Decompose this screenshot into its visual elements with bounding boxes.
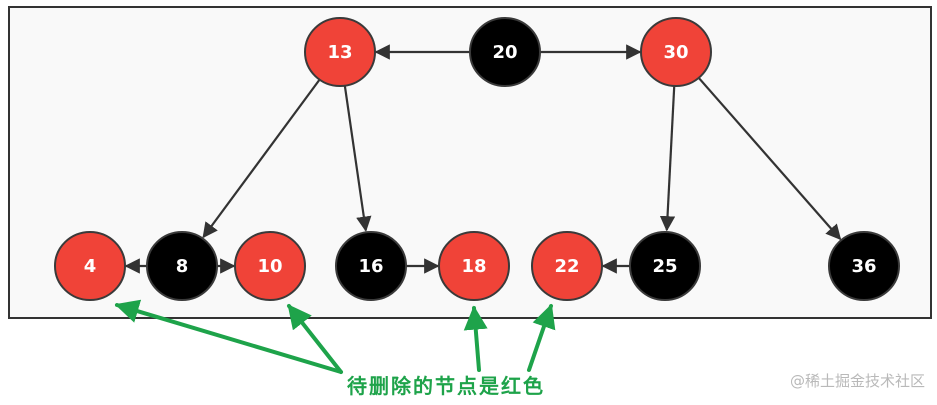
node-13: 13 <box>304 17 376 87</box>
edge-30-to-36 <box>695 74 842 241</box>
node-16: 16 <box>335 231 407 301</box>
annotation-caption: 待删除的节点是红色 <box>347 374 545 398</box>
node-circle-30 <box>640 17 712 87</box>
edge-13-to-16 <box>343 82 372 232</box>
node-label-22: 22 <box>554 256 579 277</box>
node-circle-8 <box>146 231 218 301</box>
watermark: @稀土掘金技术社区 <box>789 372 925 390</box>
annotation-arrow-22 <box>527 303 556 372</box>
annotation-arrow-18 <box>463 305 488 372</box>
node-25: 25 <box>629 231 701 301</box>
tree-nodes: 13 20 30 4 8 10 16 18 22 25 36 <box>54 17 900 301</box>
node-label-4: 4 <box>84 256 97 277</box>
node-circle-13 <box>304 17 376 87</box>
node-8: 8 <box>146 231 218 301</box>
node-circle-10 <box>234 231 306 301</box>
node-label-25: 25 <box>652 256 677 277</box>
node-10: 10 <box>234 231 306 301</box>
node-circle-16 <box>335 231 407 301</box>
annotation-arrows <box>114 299 556 374</box>
node-20: 20 <box>469 17 541 87</box>
tree-edges <box>124 44 842 274</box>
node-label-13: 13 <box>327 42 352 63</box>
node-18: 18 <box>438 231 510 301</box>
node-label-36: 36 <box>851 256 876 277</box>
node-label-20: 20 <box>492 42 517 63</box>
node-circle-22 <box>531 231 603 301</box>
edge-30-to-25 <box>659 82 676 232</box>
node-circle-18 <box>438 231 510 301</box>
node-circle-25 <box>629 231 701 301</box>
node-22: 22 <box>531 231 603 301</box>
annotation-arrow-10 <box>287 304 343 374</box>
annotation-arrow-4 <box>114 299 343 374</box>
edge-13-to-8 <box>202 76 323 239</box>
node-label-18: 18 <box>461 256 486 277</box>
node-circle-20 <box>469 17 541 87</box>
node-36: 36 <box>828 231 900 301</box>
node-label-8: 8 <box>176 256 189 277</box>
node-circle-4 <box>54 231 126 301</box>
node-label-30: 30 <box>663 42 688 63</box>
node-4: 4 <box>54 231 126 301</box>
node-label-16: 16 <box>358 256 383 277</box>
node-circle-36 <box>828 231 900 301</box>
node-label-10: 10 <box>257 256 282 277</box>
node-30: 30 <box>640 17 712 87</box>
